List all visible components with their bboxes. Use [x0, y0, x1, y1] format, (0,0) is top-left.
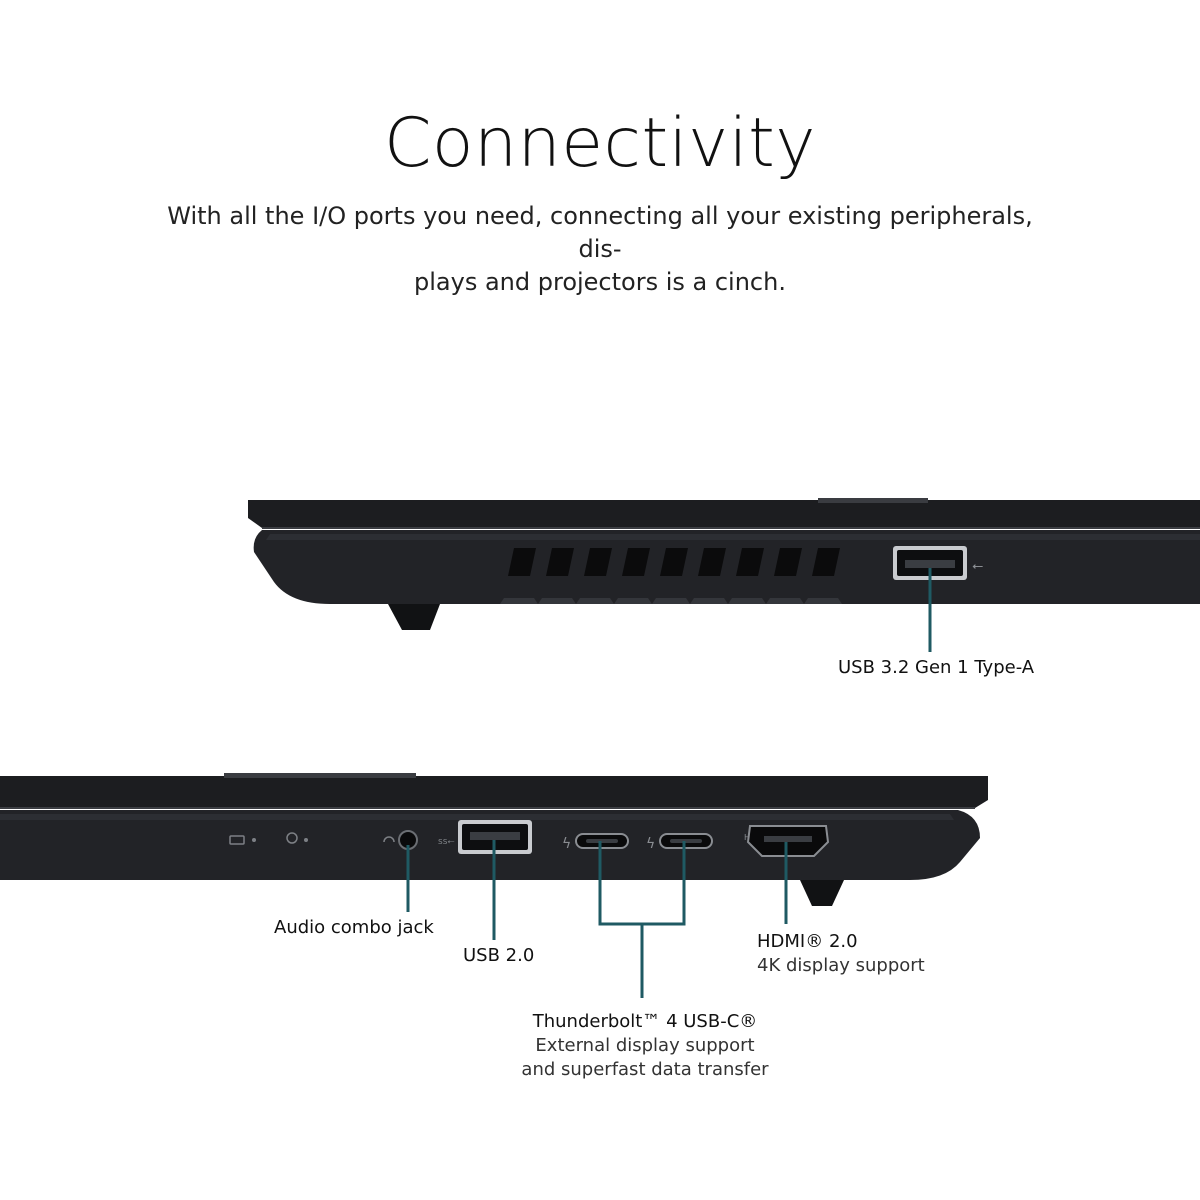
thunderbolt-detail-1: External display support	[535, 1035, 755, 1056]
vent-lower-grille	[500, 598, 842, 604]
laptop-top-lid	[248, 500, 1200, 528]
laptop-bottom-lid-highlight	[224, 773, 416, 778]
vent-slot	[508, 548, 536, 576]
vent-slot	[660, 548, 688, 576]
laptop-bottom-lid	[0, 776, 988, 808]
usb-a-label: USB 3.2 Gen 1 Type-A	[838, 657, 1035, 678]
vent-lower-slot	[690, 598, 728, 604]
usb-a-port-right	[893, 546, 967, 580]
battery-indicator-icon	[229, 835, 256, 845]
usb-2-0-label: USB 2.0	[463, 945, 535, 966]
vent-slot	[812, 548, 840, 576]
laptop-top-foot	[388, 604, 440, 630]
vent-slot	[584, 548, 612, 576]
vent-slot	[736, 548, 764, 576]
ss-usb-marking-icon: ss⭠	[438, 837, 455, 847]
usb-2-0-port	[458, 820, 532, 854]
headphone-icon	[383, 836, 395, 843]
subtitle-line-1: With all the I/O ports you need, connect…	[167, 202, 1033, 263]
vent-lower-slot	[500, 598, 538, 604]
vent-lower-slot	[728, 598, 766, 604]
vent-lower-slot	[614, 598, 652, 604]
vent-lower-slot	[538, 598, 576, 604]
laptop-bottom-foot	[800, 880, 844, 906]
thunderbolt-detail-2: and superfast data transfer	[521, 1059, 769, 1080]
subtitle-line-2: plays and projectors is a cinch.	[414, 268, 786, 296]
thunderbolt-icon-2: ϟ	[646, 836, 655, 852]
audio-jack-label: Audio combo jack	[274, 917, 434, 938]
vent-grille	[508, 548, 840, 576]
vent-slot	[622, 548, 650, 576]
hdmi-detail-1: 4K display support	[757, 955, 925, 976]
vent-slot	[698, 548, 726, 576]
laptop-top-lid-highlight	[818, 498, 928, 503]
page-title: Connectivity	[383, 104, 817, 183]
power-indicator-icon	[286, 832, 308, 844]
page-subtitle: With all the I/O ports you need, connect…	[160, 200, 1040, 299]
vent-lower-slot	[652, 598, 690, 604]
thunderbolt-label: Thunderbolt™ 4 USB-C® External display s…	[500, 1010, 790, 1082]
thunderbolt-icon-1: ϟ	[562, 836, 571, 852]
vent-slot	[774, 548, 802, 576]
vent-lower-slot	[766, 598, 804, 604]
hdmi-label: HDMI® 2.0 4K display support	[757, 931, 925, 976]
vent-slot	[546, 548, 574, 576]
usb-symbol-icon: ⭠	[972, 558, 983, 574]
vent-lower-slot	[804, 598, 842, 604]
vent-lower-slot	[576, 598, 614, 604]
